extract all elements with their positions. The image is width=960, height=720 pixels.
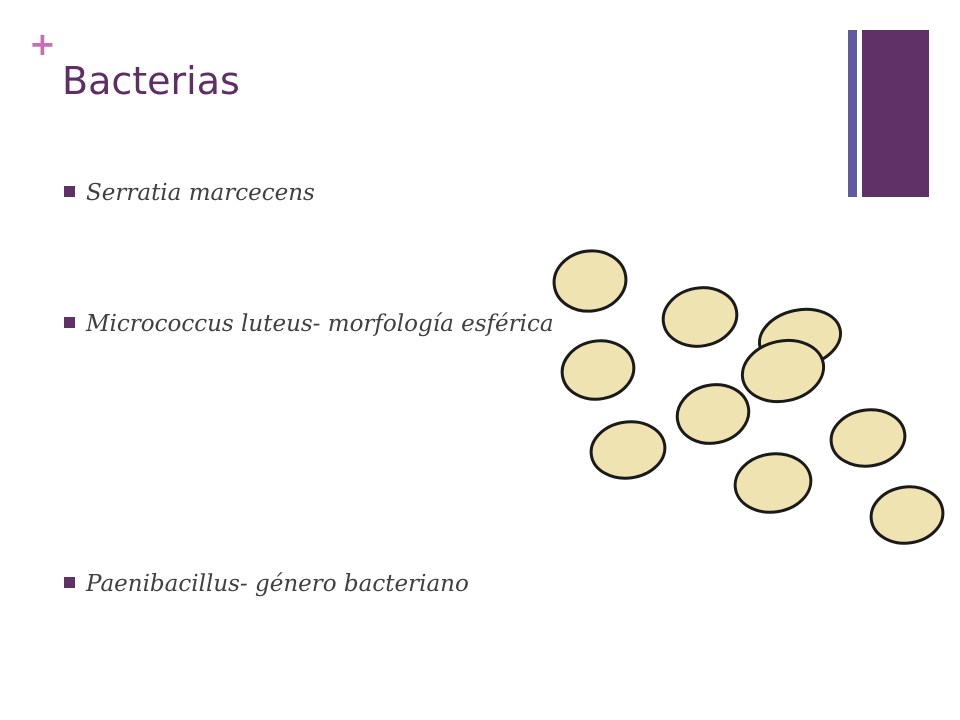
bullet-text: Micrococcus luteus- morfología esférica [86,311,554,337]
cell [661,286,739,348]
bullet-square-icon [64,577,75,588]
bullet-square-icon [64,186,75,197]
accent-bar-wide [862,30,929,197]
bullet-text: Paenibacillus- género bacteriano [86,571,469,597]
cell [740,338,826,404]
bullet-square-icon [64,317,75,328]
bullet-item-micrococcus: Micrococcus luteus- morfología esférica [64,313,554,336]
cell [589,420,667,480]
cell [829,408,907,468]
cell [552,249,628,313]
slide-title: Bacterias [62,59,240,103]
cell [675,383,751,445]
bullet-item-paenibacillus: Paenibacillus- género bacteriano [64,573,469,596]
cell [869,485,945,545]
accent-bar-thin [848,30,857,197]
bullet-item-serratia: Serratia marcecens [64,182,315,205]
cell [560,339,636,401]
plus-icon: + [29,25,56,63]
bullet-text: Serratia marcecens [86,180,315,206]
cell [733,452,813,514]
